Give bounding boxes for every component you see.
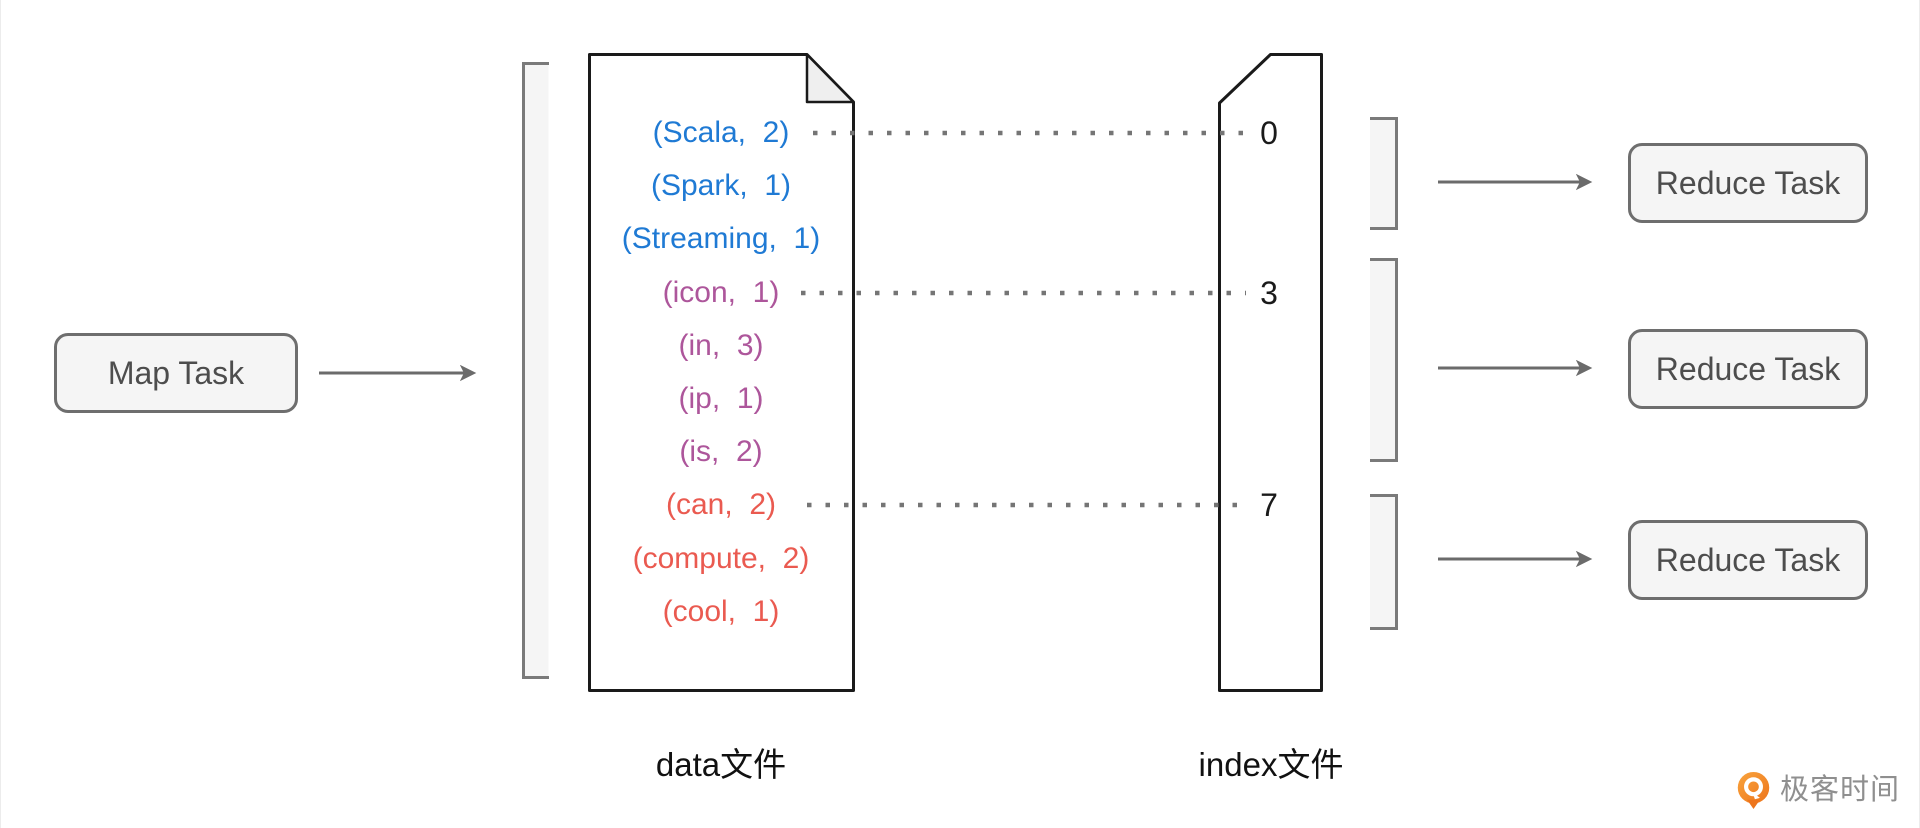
kv-entry: (Streaming, 1)	[621, 222, 821, 255]
geektime-logo-icon	[1737, 771, 1770, 809]
index-file-label: index文件	[1198, 746, 1344, 783]
map-task-label: Map Task	[107, 354, 245, 391]
reduce-task-label: Reduce Task	[1655, 541, 1841, 578]
reduce-task-node-3: Reduce Task	[1628, 520, 1868, 600]
kv-entry: (ip, 1)	[678, 382, 764, 415]
data-file-shape	[588, 53, 855, 692]
reduce-task-node-1: Reduce Task	[1628, 143, 1868, 223]
geektime-logo: 极客时间	[1735, 770, 1900, 810]
reduce-task-node-2: Reduce Task	[1628, 329, 1868, 409]
reduce-task-label: Reduce Task	[1655, 350, 1841, 387]
index-offset-7: 7	[1260, 487, 1278, 523]
map-task-node: Map Task	[54, 333, 298, 413]
kv-entry: (is, 2)	[679, 435, 763, 468]
partition-bracket-right-3	[1370, 494, 1398, 630]
reduce-task-label: Reduce Task	[1655, 164, 1841, 201]
kv-entry: (compute, 2)	[632, 542, 810, 575]
kv-entry: (cool, 1)	[662, 595, 780, 628]
partition-bracket-left	[522, 62, 549, 679]
index-offset-0: 0	[1260, 115, 1278, 151]
index-offset-3: 3	[1260, 275, 1278, 311]
partition-bracket-right-2	[1370, 258, 1398, 462]
kv-entry: (icon, 1)	[662, 276, 780, 309]
kv-entry: (in, 3)	[678, 329, 764, 362]
folded-corner	[805, 53, 855, 104]
kv-entry: (Scala, 2)	[652, 116, 790, 149]
kv-entry: (can, 2)	[665, 488, 777, 521]
kv-entry: (Spark, 1)	[650, 169, 792, 202]
data-file-label: data文件	[655, 746, 787, 783]
geektime-logo-text: 极客时间	[1780, 774, 1901, 806]
partition-bracket-right-1	[1370, 117, 1398, 230]
index-file-shape	[1218, 53, 1323, 692]
